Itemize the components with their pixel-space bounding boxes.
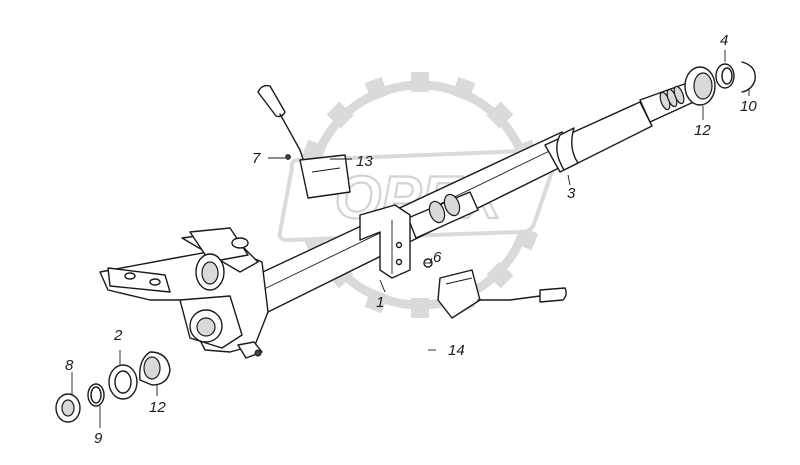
screw-6 [423, 258, 433, 268]
callout-6: 6 [433, 249, 442, 266]
callout-14: 14 [448, 342, 465, 359]
callout-2: 2 [113, 327, 123, 344]
callout-7: 7 [252, 150, 261, 167]
leader-lines [71, 50, 750, 428]
callout-4: 4 [720, 32, 728, 49]
callout-labels: 1 2 3 4 6 7 8 9 10 12 12 13 14 [65, 32, 757, 447]
steering-column-shaft [249, 81, 699, 313]
right-lever-switch [437, 269, 567, 319]
callout-12-lower: 12 [149, 399, 166, 416]
callout-12-upper: 12 [694, 122, 711, 139]
callout-3: 3 [567, 185, 576, 202]
mounting-bracket [359, 204, 411, 279]
lower-housing [99, 227, 269, 359]
upper-bearing-parts [684, 61, 756, 106]
lower-bearing-parts [55, 351, 171, 423]
left-lever-assembly [257, 84, 351, 199]
callout-10: 10 [740, 98, 757, 115]
callout-8: 8 [65, 357, 74, 374]
callout-9: 9 [94, 430, 103, 447]
callout-13: 13 [356, 153, 373, 170]
callout-1: 1 [376, 294, 384, 311]
